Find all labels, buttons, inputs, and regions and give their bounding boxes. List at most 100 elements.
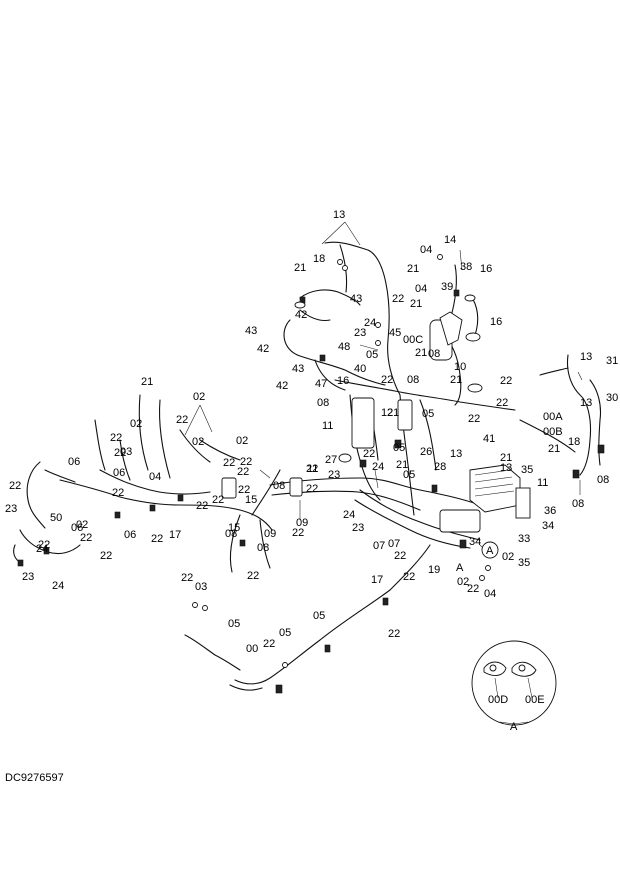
callout-label: 22 — [392, 293, 404, 305]
callout-label: 22 — [223, 457, 235, 469]
callout-label: 35 — [521, 464, 533, 476]
callout-label: 06 — [113, 467, 125, 479]
callout-label: 30 — [606, 392, 618, 404]
callout-label: 05 — [279, 627, 291, 639]
callout-label: 22 — [363, 448, 375, 460]
callout-label: 31 — [606, 355, 618, 367]
callout-label: 02 — [76, 519, 88, 531]
callout-label: 08 — [572, 498, 584, 510]
callout-label: 28 — [434, 461, 446, 473]
callout-label: 43 — [292, 363, 304, 375]
callout-label: 21 — [387, 407, 399, 419]
callout-label: 34 — [542, 520, 554, 532]
callout-label: 16 — [490, 316, 502, 328]
callout-label: 22 — [263, 638, 275, 650]
callout-label: 02 — [502, 551, 514, 563]
callout-label: 08 — [257, 542, 269, 554]
callout-label: 15 — [245, 494, 257, 506]
callout-label: 19 — [428, 564, 440, 576]
callout-label: 22 — [80, 532, 92, 544]
callout-label: 02 — [192, 436, 204, 448]
callout-label: 22 — [306, 483, 318, 495]
callout-label: 08 — [407, 374, 419, 386]
callout-label: 09 — [264, 528, 276, 540]
callout-label: 22 — [240, 456, 252, 468]
callout-label: 27 — [325, 454, 337, 466]
detail-view-a: 00D 00E A — [471, 640, 557, 733]
callout-label: 06 — [68, 456, 80, 468]
callout-label: 00C — [403, 334, 423, 346]
callout-label: 41 — [483, 433, 495, 445]
callout-label: 04 — [415, 283, 427, 295]
callout-label: 42 — [295, 309, 307, 321]
callout-label: 22 — [496, 397, 508, 409]
callout-label: 07 — [388, 538, 400, 550]
callout-label: 43 — [350, 293, 362, 305]
callout-label: 09 — [296, 517, 308, 529]
detail-label-00d: 00D — [488, 694, 508, 706]
callout-label: 10 — [454, 361, 466, 373]
callout-label: 22 — [238, 484, 250, 496]
callout-label: 14 — [444, 234, 456, 246]
callout-label: 22 — [181, 572, 193, 584]
callout-label: 04 — [420, 244, 432, 256]
callout-label: 16 — [337, 375, 349, 387]
callout-label: 02 — [193, 391, 205, 403]
callout-label: 08 — [428, 348, 440, 360]
callout-label: 06 — [124, 529, 136, 541]
callout-label: A — [456, 562, 464, 574]
callout-label: 13 — [500, 462, 512, 474]
callout-label: 43 — [245, 325, 257, 337]
callout-label: 13 — [580, 397, 592, 409]
callout-label: 13 — [580, 351, 592, 363]
callout-label: 22 — [212, 494, 224, 506]
callout-label: 03 — [195, 581, 207, 593]
drawing-code-label: DC9276597 — [5, 772, 64, 784]
callout-label: 17 — [169, 529, 181, 541]
callout-label: 03 — [120, 446, 132, 458]
callout-label: 05 — [422, 408, 434, 420]
callout-label: 40 — [354, 363, 366, 375]
callout-label: 08 — [317, 397, 329, 409]
callout-label: 22 — [114, 447, 126, 459]
callout-label: 45 — [389, 327, 401, 339]
callout-label: 00B — [543, 426, 563, 438]
callout-label: 22 — [500, 375, 512, 387]
callout-label: 11 — [537, 477, 548, 489]
callout-label: 17 — [371, 574, 383, 586]
callout-label: 47 — [315, 378, 327, 390]
callout-label: 22 — [292, 527, 304, 539]
callout-label: 21 — [410, 298, 422, 310]
callout-label: 08 — [597, 474, 609, 486]
callout-label: 13 — [333, 209, 345, 221]
detail-a-marker-label: A — [486, 545, 494, 557]
callout-label: 22 — [467, 583, 479, 595]
callout-label: 04 — [484, 588, 496, 600]
callout-label: 23 — [22, 571, 34, 583]
callout-label: 24 — [36, 543, 48, 555]
callout-label: 02 — [236, 435, 248, 447]
callout-label: 23 — [5, 503, 17, 515]
callout-label: 23 — [354, 327, 366, 339]
callout-label: 23 — [328, 469, 340, 481]
callout-label: 15 — [228, 522, 240, 534]
callout-label: 05 — [366, 349, 378, 361]
callout-label: 42 — [276, 380, 288, 392]
callout-label: 18 — [568, 436, 580, 448]
callout-label: 21 — [294, 262, 306, 274]
callout-label: 05 — [228, 618, 240, 630]
detail-label-00e: 00E — [525, 694, 545, 706]
callout-label: 50 — [50, 512, 62, 524]
callout-label: 05 — [313, 610, 325, 622]
callout-label: 00 — [246, 643, 258, 655]
callout-label: 21 — [141, 376, 153, 388]
callout-label: 22 — [394, 550, 406, 562]
callout-label: 21 — [548, 443, 560, 455]
callout-label: 05 — [403, 469, 415, 481]
callout-label: 08 — [225, 528, 237, 540]
callout-label: 00A — [543, 411, 563, 423]
callout-label: 34 — [469, 536, 481, 548]
callout-label: 07 — [373, 540, 385, 552]
callout-label: 08 — [273, 480, 285, 492]
